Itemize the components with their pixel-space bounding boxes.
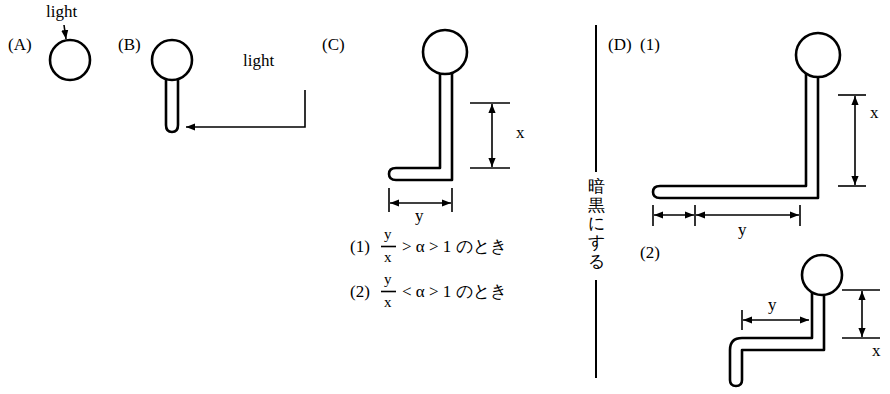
light-arrow <box>64 25 66 39</box>
dimension-arrow <box>390 202 451 204</box>
condition-number: (1) <box>350 238 370 257</box>
fraction-denominator: x <box>384 294 392 311</box>
dimension-tick <box>694 205 696 226</box>
fraction-numerator: y <box>384 226 392 243</box>
fraction-bar <box>381 291 396 293</box>
spore-circle <box>423 30 467 74</box>
dimension-tick <box>652 205 654 226</box>
germ-tube <box>653 72 818 198</box>
darkness-note: 暗黒にする <box>588 178 605 271</box>
panel-label: (A) <box>8 36 32 55</box>
panel-label: (C) <box>322 36 345 55</box>
dimension-label: x <box>872 342 881 361</box>
panel-label: (D) <box>608 36 632 55</box>
dimension-arrow <box>696 214 799 216</box>
light-label: light <box>243 52 274 71</box>
dimension-arrow <box>861 291 863 337</box>
dimension-tick <box>842 337 880 339</box>
cells <box>50 30 842 386</box>
germ-tube <box>730 291 824 386</box>
dimension-arrow <box>743 319 809 321</box>
spore-circle <box>50 40 90 80</box>
dimension-tick <box>741 310 743 330</box>
dimension-label: x <box>516 124 525 143</box>
dimension-tick <box>388 188 390 212</box>
dimension-arrow <box>854 96 856 185</box>
germ-tube <box>166 76 178 132</box>
divider-line <box>595 25 597 172</box>
dimension-tick <box>470 102 510 104</box>
case-number: (1) <box>640 36 660 55</box>
condition-text: > α > 1 のとき <box>402 238 507 257</box>
dimension-label: x <box>870 104 879 123</box>
dimension-arrow <box>654 214 694 216</box>
dimension-tick <box>838 185 866 187</box>
dimension-arrow <box>491 104 493 167</box>
spore-circle <box>802 255 842 295</box>
panel-label: (B) <box>118 36 141 55</box>
dimension-label: y <box>768 296 777 315</box>
case-number: (2) <box>640 244 660 263</box>
dimension-tick <box>838 94 866 96</box>
light-label: light <box>46 3 77 22</box>
fraction-numerator: y <box>384 271 392 288</box>
condition-text: < α > 1 のとき <box>402 283 507 302</box>
dimension-tick <box>842 289 880 291</box>
dimension-label: y <box>415 207 424 226</box>
arrows <box>64 25 880 378</box>
divider-line <box>595 280 597 378</box>
dimension-tick <box>799 205 801 226</box>
dimension-tick <box>451 188 453 212</box>
spore-circle <box>152 40 192 80</box>
fraction-bar <box>381 246 396 248</box>
condition-number: (2) <box>350 283 370 302</box>
germ-tube <box>389 70 452 180</box>
fraction-denominator: x <box>384 249 392 266</box>
spore-circle <box>796 33 840 77</box>
dimension-tick <box>470 167 510 169</box>
light-arrow <box>186 90 305 127</box>
dimension-label: y <box>738 221 747 240</box>
